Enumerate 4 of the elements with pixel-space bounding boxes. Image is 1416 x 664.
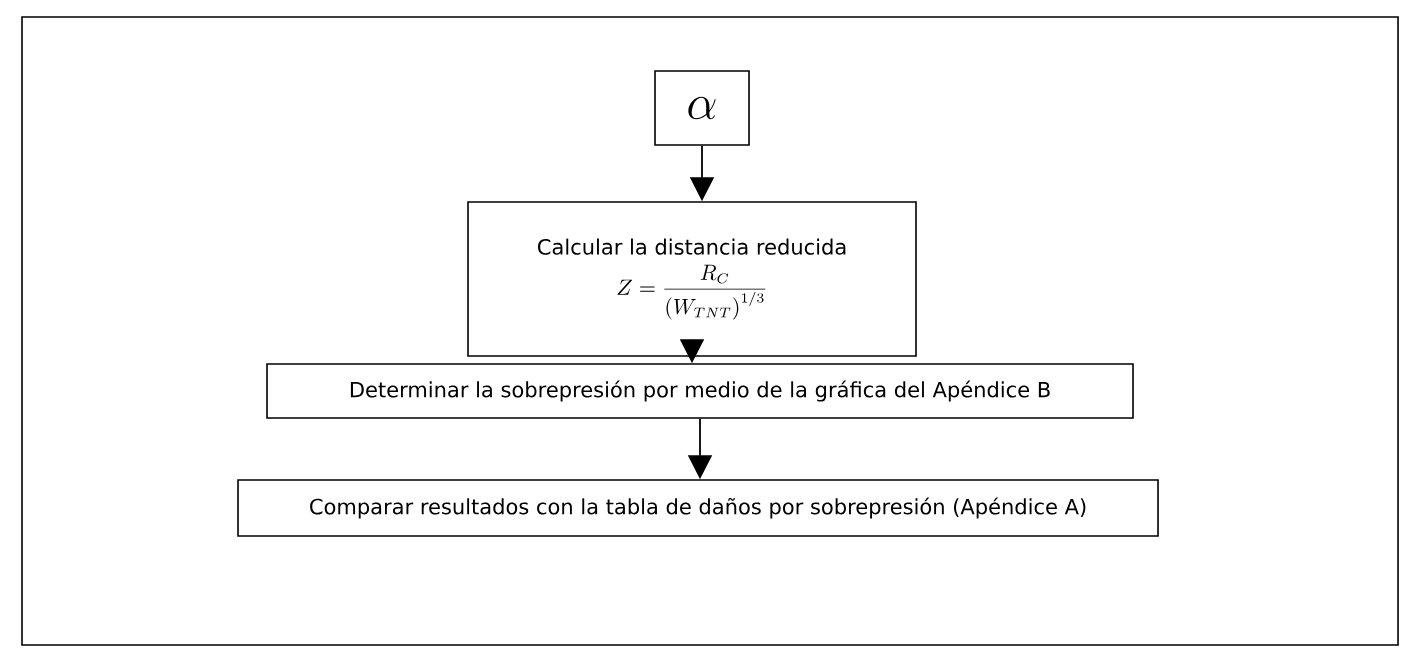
process-box: Comparar resultados con la tabla de daños por sobrepresión (Apéndice A) (237, 479, 1159, 537)
process-box: Determinar la sobrepresión por medio de la gráfica del Apéndice B (266, 363, 1134, 419)
process-box: Calcular la distancia reducida $Z = \frac{R_{C}}{\left(W_{TNT}\right)^{1/3}}$ (467, 201, 917, 357)
process-box: $\alpha$ (654, 70, 750, 146)
